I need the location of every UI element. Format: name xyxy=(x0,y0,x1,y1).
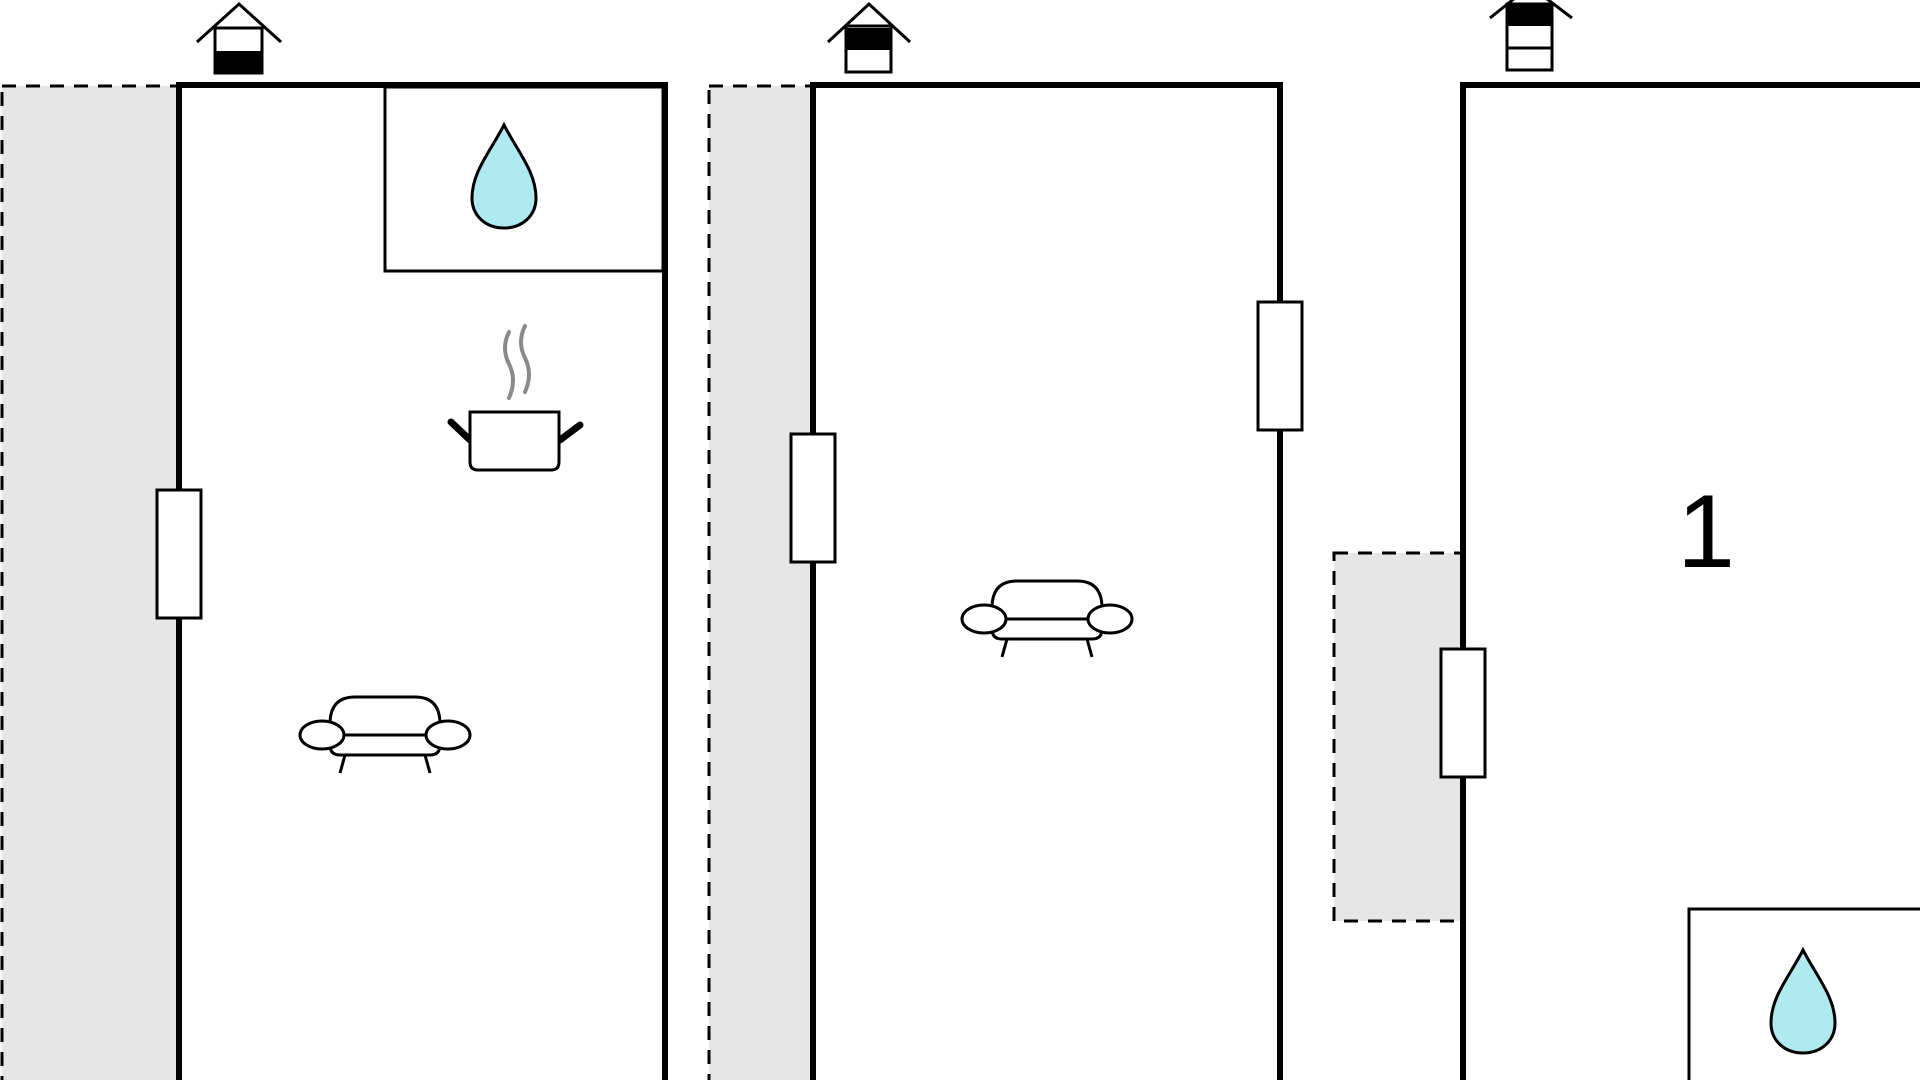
balcony-area xyxy=(0,84,180,1080)
water-drop-icon xyxy=(470,123,538,230)
bathroom xyxy=(383,85,665,273)
level-icon-first xyxy=(826,1,912,74)
bathroom xyxy=(1687,907,1920,1080)
level-icon-second xyxy=(1489,0,1573,72)
floor-2 xyxy=(707,1,1304,1080)
water-drop-icon xyxy=(1769,948,1837,1055)
window xyxy=(155,488,203,620)
window xyxy=(1439,647,1487,779)
floor-3: 1 xyxy=(1332,0,1920,1080)
floor-1-walls xyxy=(176,82,668,1080)
sofa-icon xyxy=(960,579,1134,659)
balcony-area xyxy=(707,84,814,1080)
window xyxy=(1256,300,1304,432)
sofa-icon xyxy=(298,695,472,775)
floor-1 xyxy=(0,1,668,1080)
level-icon-ground xyxy=(195,1,283,75)
cooking-pot-icon xyxy=(447,324,584,472)
room-number: 1 xyxy=(1677,474,1735,590)
window xyxy=(789,432,837,564)
floor-2-walls xyxy=(810,82,1283,1080)
